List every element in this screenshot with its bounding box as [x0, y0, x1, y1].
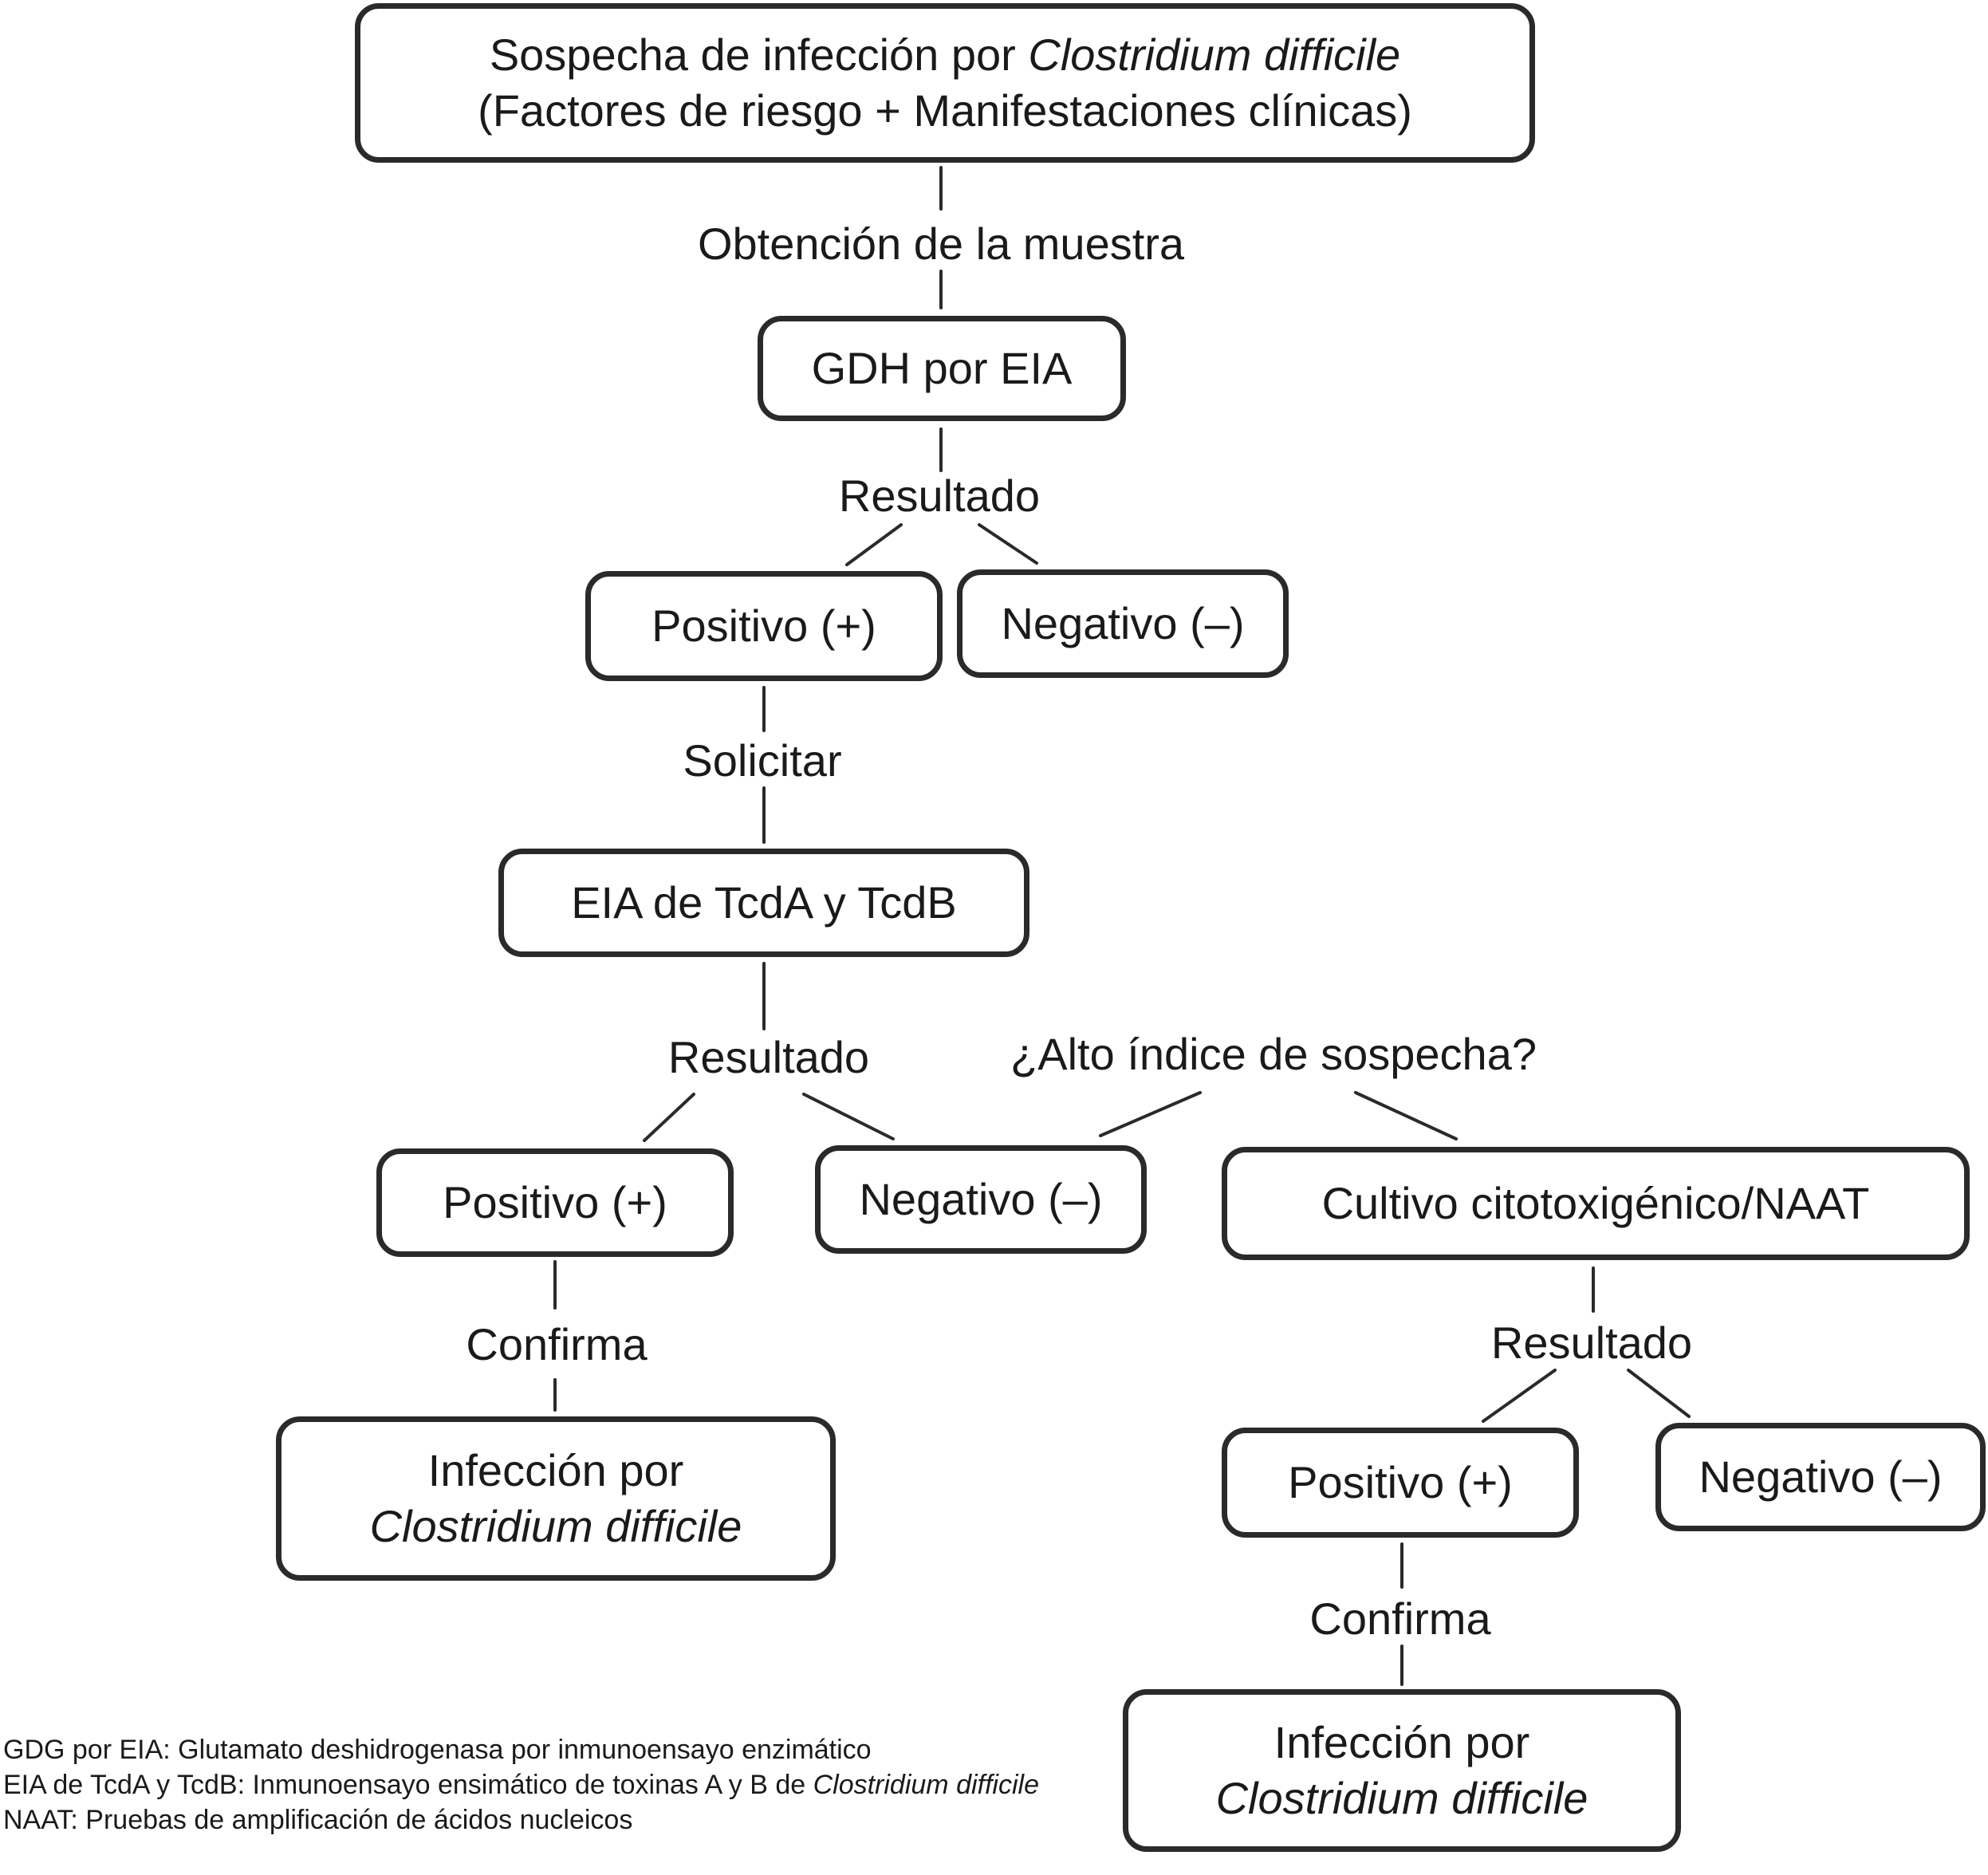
label-resultado-2: Resultado: [667, 1032, 870, 1082]
edge-res3-left: [1482, 1369, 1557, 1423]
edge-res2-left: [643, 1093, 695, 1142]
label-obtencion: Obtención de la muestra: [697, 219, 1185, 269]
node-eia-toxinas: EIA de TcdA y TcdB: [498, 849, 1029, 957]
edge-alto-left: [1099, 1091, 1202, 1137]
label-alto-indice: ¿Alto índice de sospecha?: [1010, 1029, 1537, 1079]
abbreviation-legend: GDG por EIA: Glutamato deshidrogenasa po…: [3, 1732, 1039, 1838]
legend-line-naat: NAAT: Pruebas de amplificación de ácidos…: [3, 1805, 633, 1835]
node-negativo-3: Negativo (–): [1655, 1423, 1986, 1531]
node-cultivo-naat: Cultivo citotoxigénico/NAAT: [1222, 1147, 1970, 1260]
node-positivo-2: Positivo (+): [376, 1148, 734, 1257]
node-sospecha: Sospecha de infección por Clostridium di…: [355, 3, 1535, 163]
node-sospecha-line2: (Factores de riesgo + Manifestaciones cl…: [478, 85, 1412, 136]
node-negativo-2: Negativo (–): [815, 1145, 1147, 1254]
node-positivo-3: Positivo (+): [1222, 1428, 1579, 1538]
edge-res2-right: [802, 1093, 895, 1140]
edge-res3-right: [1627, 1369, 1691, 1418]
label-confirma-1: Confirma: [466, 1319, 648, 1369]
edge-alto-right: [1354, 1091, 1458, 1140]
node-positivo-1: Positivo (+): [585, 571, 943, 681]
node-infeccion-2: Infección por Clostridium difficile: [1123, 1689, 1681, 1852]
node-infeccion-1: Infección por Clostridium difficile: [276, 1416, 836, 1581]
node-negativo-1: Negativo (–): [957, 569, 1289, 678]
legend-line-gdg: GDG por EIA: Glutamato deshidrogenasa po…: [3, 1735, 872, 1765]
label-confirma-2: Confirma: [1309, 1593, 1491, 1644]
edge-res1-left: [845, 523, 903, 566]
edge-res1-right: [978, 523, 1038, 565]
node-gdh: GDH por EIA: [758, 316, 1126, 421]
legend-line-eia: EIA de TcdA y TcdB: Inmunoensayo ensimát…: [3, 1770, 1039, 1800]
label-resultado-1: Resultado: [838, 471, 1041, 521]
node-sospecha-line1: Sospecha de infección por Clostridium di…: [489, 30, 1401, 80]
label-resultado-3: Resultado: [1490, 1318, 1693, 1368]
label-solicitar: Solicitar: [683, 735, 842, 786]
